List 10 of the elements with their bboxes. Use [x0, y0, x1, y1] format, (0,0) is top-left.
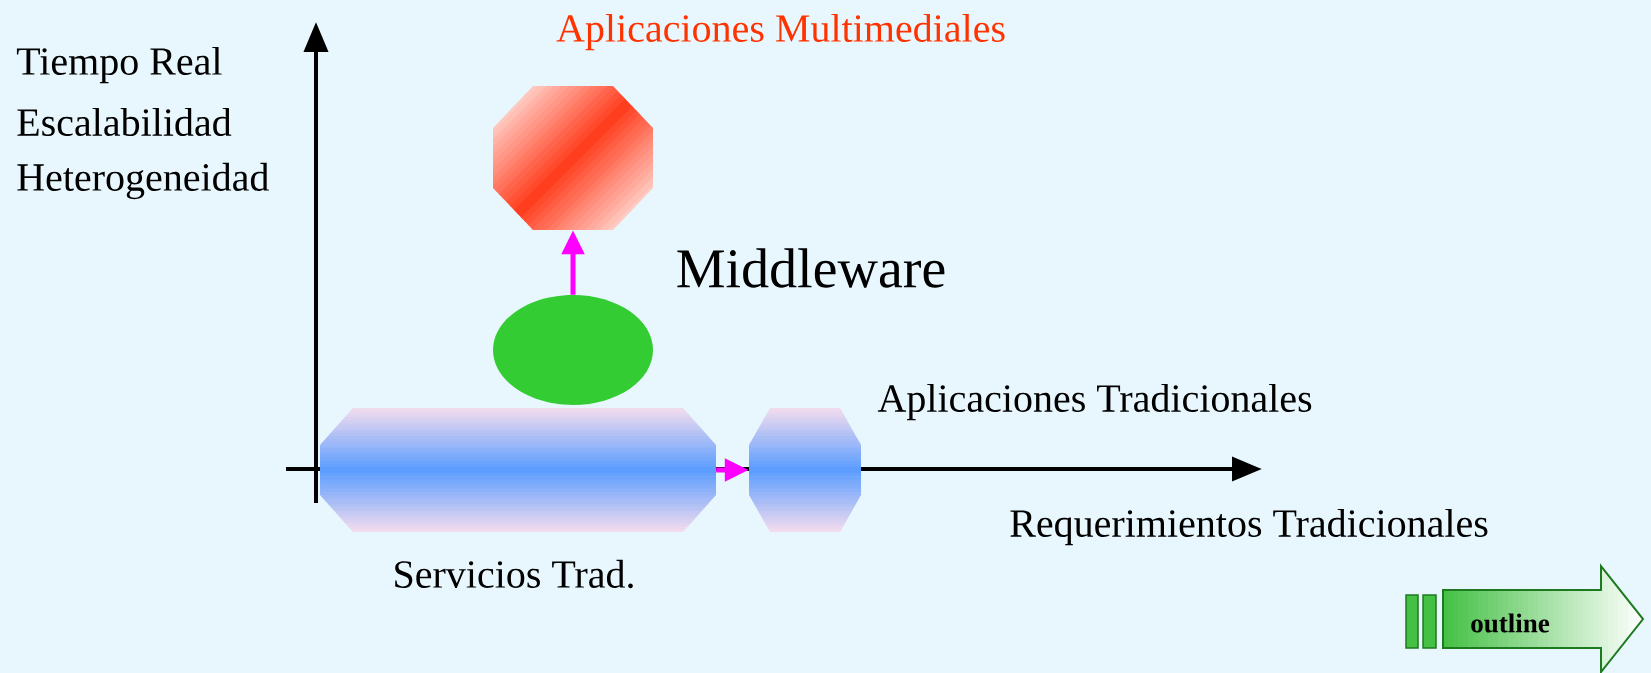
node-label: Aplicaciones Multimediales: [556, 13, 1005, 51]
axis-label: Heterogeneidad: [17, 162, 269, 200]
node-label: Middleware: [677, 248, 945, 288]
axis-label: Escalabilidad: [17, 107, 232, 137]
node-label: Aplicaciones Tradicionales: [877, 383, 1312, 421]
axis-label: Tiempo Real: [16, 46, 222, 84]
outline-arrow-button: outline: [1442, 563, 1645, 673]
axis-label: Requerimientos Tradicionales: [1010, 508, 1488, 546]
octagon-bar: Servicios Trad.: [320, 408, 716, 589]
node-label: Servicios Trad.: [395, 559, 633, 589]
